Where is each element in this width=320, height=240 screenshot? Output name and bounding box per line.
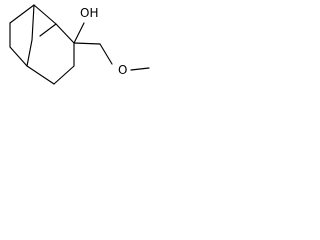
chemical-structure: OH O — [9, 4, 150, 85]
bond-ring-4 — [26, 65, 55, 85]
bond-bridge-1 — [31, 4, 35, 41]
bicyclic-skeleton — [9, 4, 75, 85]
bond-bridge-2 — [26, 39, 33, 67]
bond-oxygen-to-methyl — [130, 67, 150, 71]
bond-to-methylene — [73, 42, 101, 45]
hydroxyl-label: OH — [80, 6, 98, 20]
bond-bridge-3 — [39, 23, 57, 37]
bond-ring-8 — [33, 4, 57, 25]
methoxy-oxygen-label: O — [118, 63, 127, 77]
bond-ring-5 — [53, 65, 75, 85]
substituents — [73, 22, 150, 71]
bond-to-hydroxyl — [73, 22, 85, 44]
bond-ring-3 — [9, 46, 28, 67]
bond-methylene-to-oxygen — [99, 43, 113, 65]
bond-ring-7 — [55, 23, 75, 44]
bond-ring-1 — [9, 4, 35, 24]
